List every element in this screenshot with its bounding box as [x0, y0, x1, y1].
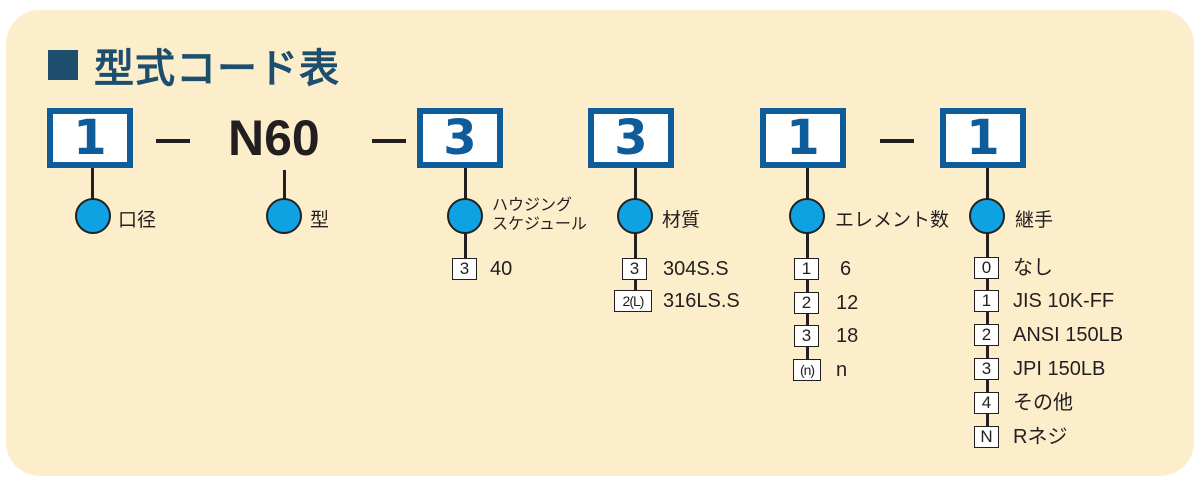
- model-type-code: N60: [228, 110, 320, 166]
- bullet-dot-icon: [447, 198, 483, 234]
- bullet-dot-icon: [266, 198, 302, 234]
- page-title: 型式コード表: [48, 36, 340, 94]
- option-value: その他: [1013, 392, 1073, 414]
- option-key: 3: [622, 258, 647, 280]
- bullet-dot-icon: [75, 198, 111, 234]
- label-element-count: エレメント数: [835, 209, 950, 231]
- option-value: 304S.S: [663, 258, 729, 280]
- label-material: 材質: [662, 209, 701, 231]
- option-key: 3: [974, 358, 999, 380]
- separator-dash: [372, 139, 406, 143]
- square-bullet-icon: [48, 50, 78, 80]
- separator-dash: [156, 139, 190, 143]
- option-value: JPI 150LB: [1013, 358, 1106, 380]
- option-key: 3: [794, 325, 819, 347]
- connector-line: [91, 168, 94, 200]
- label-joint: 継手: [1015, 209, 1054, 231]
- option-key: 2: [794, 292, 819, 314]
- option-key: N: [974, 426, 999, 448]
- option-key: 1: [974, 290, 999, 312]
- code-box-housing-schedule: 3: [417, 108, 503, 168]
- code-box-material: 3: [588, 108, 674, 168]
- option-value: なし: [1013, 257, 1053, 279]
- option-value: JIS 10K-FF: [1013, 290, 1115, 312]
- bullet-dot-icon: [617, 198, 653, 234]
- code-box-element-count: 1: [760, 108, 846, 168]
- label-housing-schedule: ハウジング スケジュール: [492, 195, 587, 233]
- label-model-type: 型: [310, 209, 330, 231]
- separator-dash: [880, 139, 914, 143]
- connector-line: [283, 170, 286, 200]
- option-key: 2(L): [614, 290, 652, 312]
- title-text: 型式コード表: [94, 46, 340, 92]
- bullet-dot-icon: [969, 198, 1005, 234]
- option-value: 6: [840, 258, 852, 280]
- option-key: (n): [793, 359, 821, 381]
- bullet-dot-icon: [789, 198, 825, 234]
- option-value: n: [836, 359, 848, 381]
- option-value: Rネジ: [1013, 426, 1068, 448]
- option-value: 316LS.S: [663, 290, 740, 312]
- option-key: 2: [974, 324, 999, 346]
- option-key: 0: [974, 257, 999, 279]
- option-value: ANSI 150LB: [1013, 324, 1124, 346]
- option-value: 18: [836, 325, 859, 347]
- code-box-bore: 1: [47, 108, 133, 168]
- option-key: 3: [452, 258, 477, 280]
- option-value: 12: [836, 292, 859, 314]
- code-box-joint: 1: [940, 108, 1026, 168]
- option-value: 40: [490, 258, 513, 280]
- label-bore: 口径: [118, 209, 157, 231]
- option-key: 1: [794, 258, 819, 280]
- option-key: 4: [974, 392, 999, 414]
